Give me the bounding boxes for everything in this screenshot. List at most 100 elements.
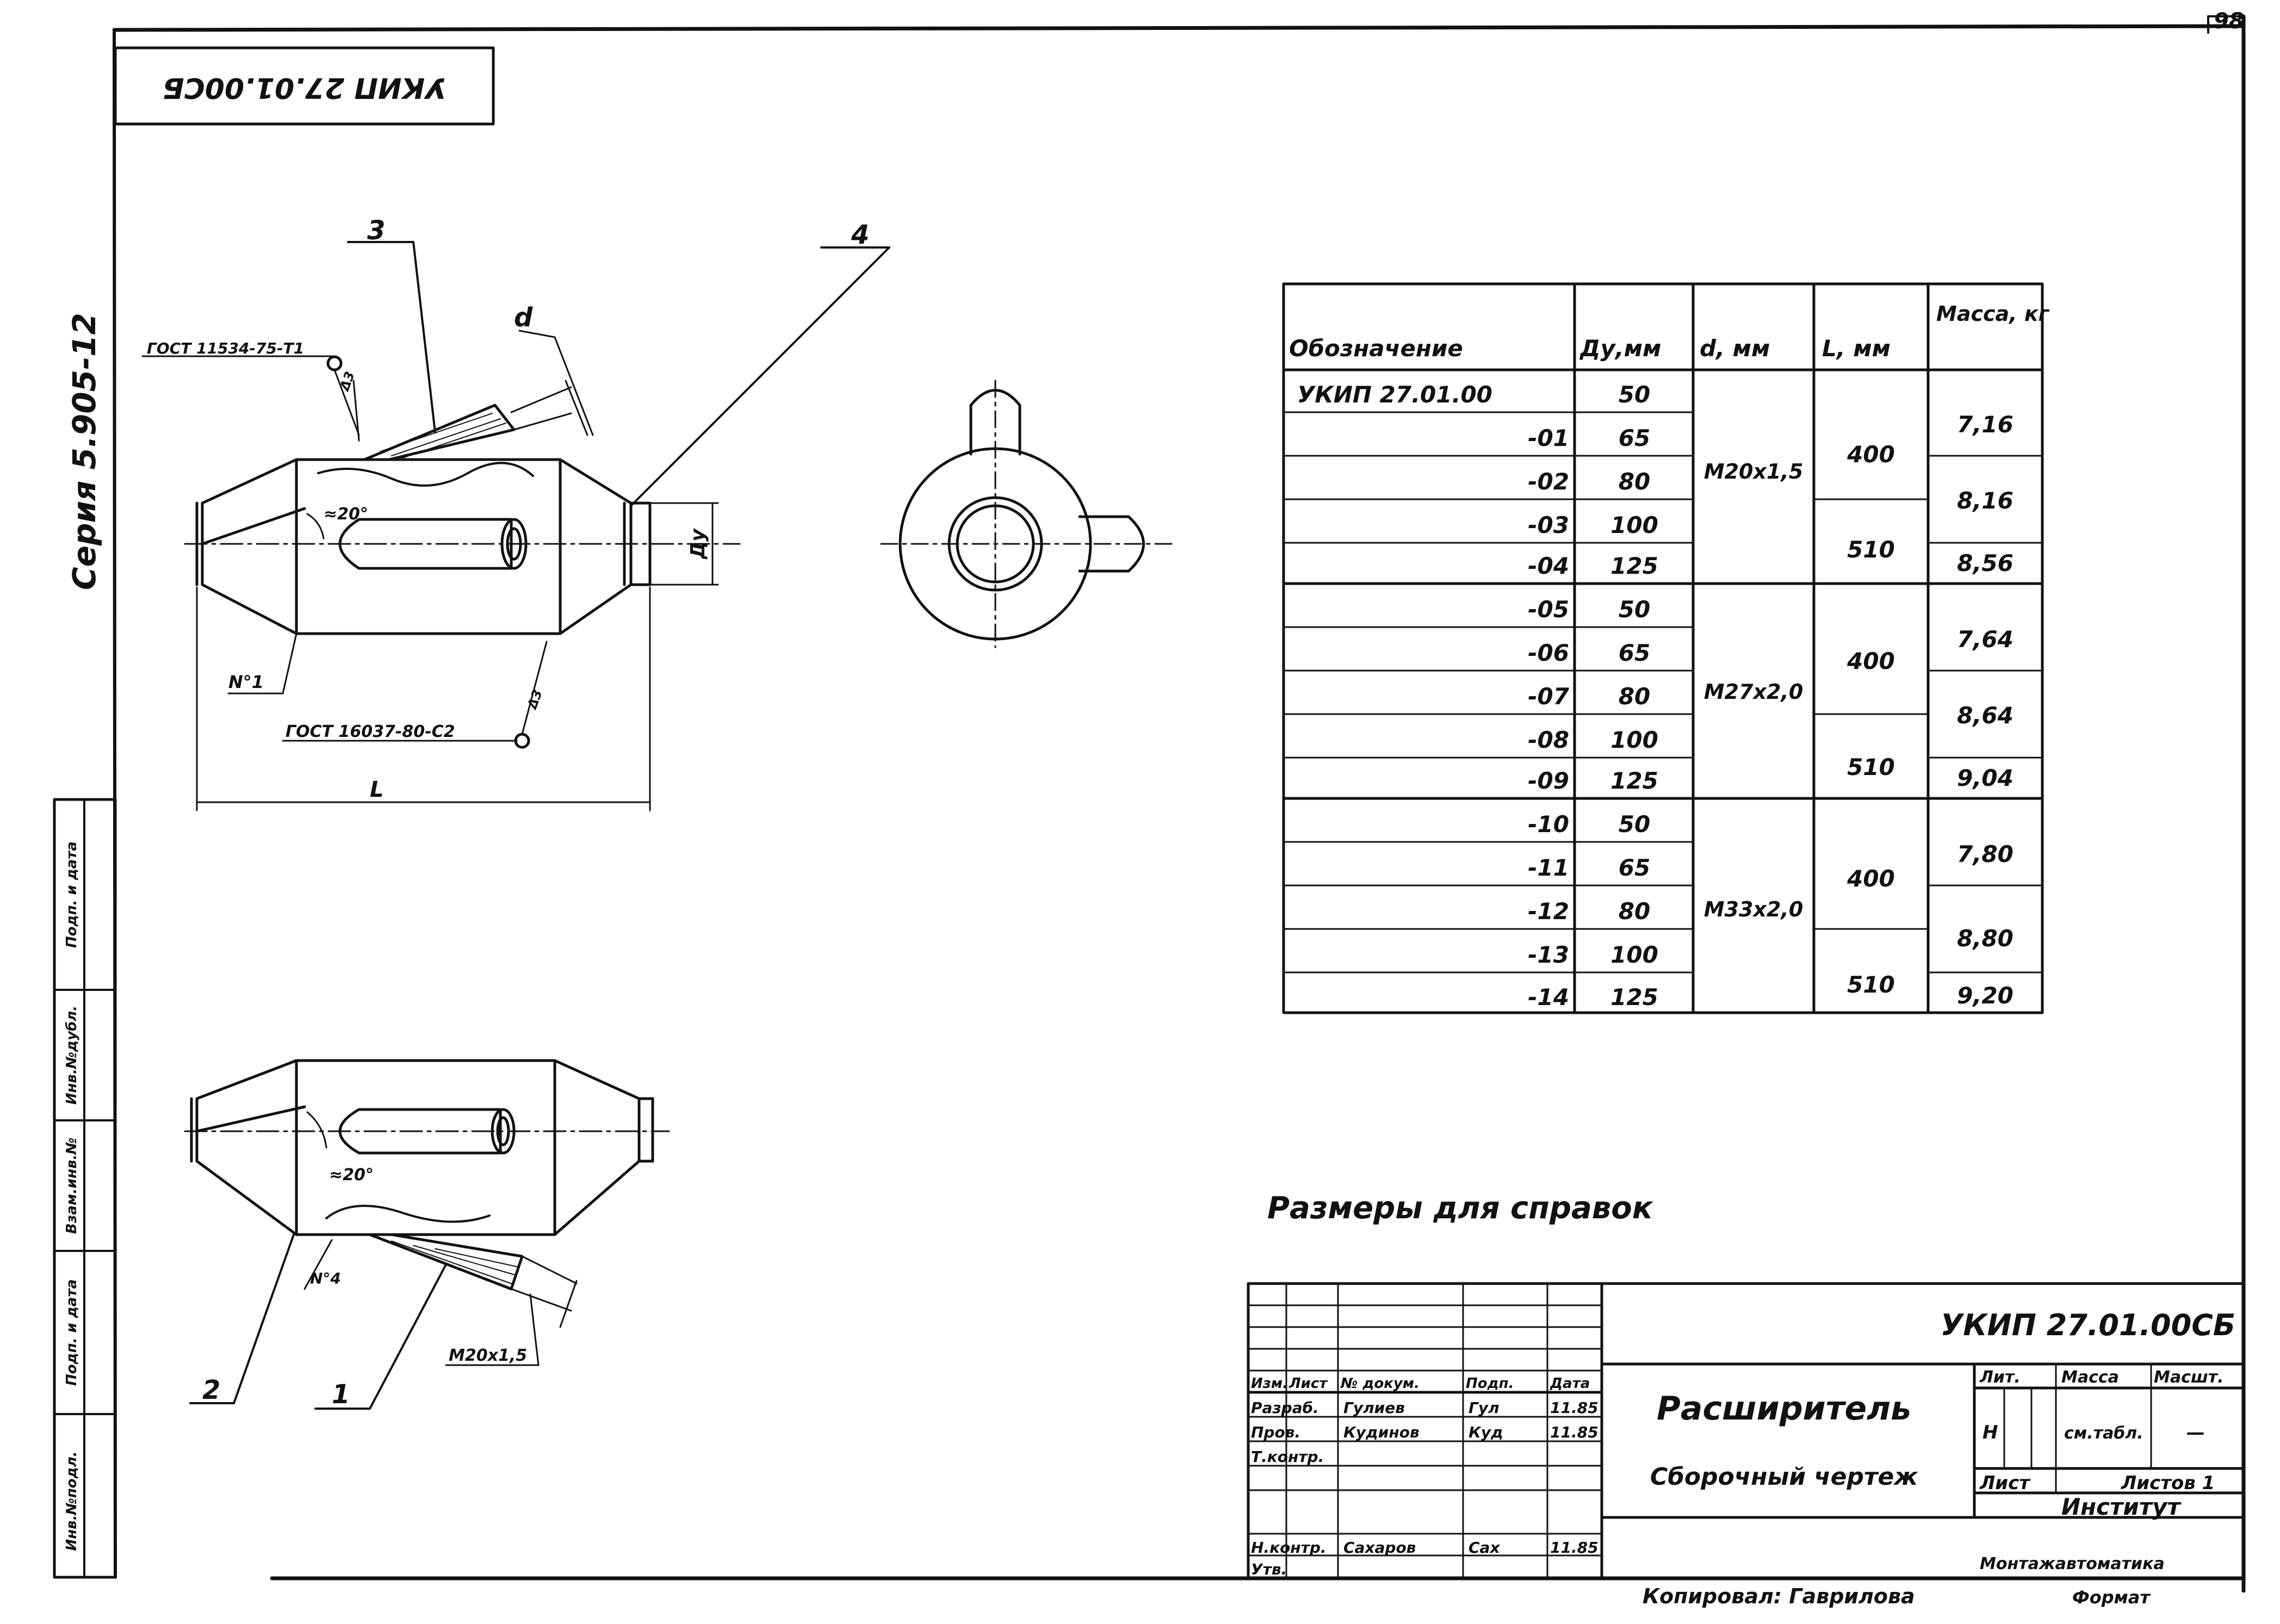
svg-text:Куд: Куд (1469, 1423, 1503, 1441)
side-label-5: Подп. и дата (64, 841, 80, 948)
angle-top: ≈20° (324, 505, 368, 524)
table-row-code: -01 (1528, 425, 1569, 451)
table-cell-mass: 9,04 (1957, 765, 2013, 791)
table-row-code: -07 (1528, 683, 1570, 710)
table-cell-du: 100 (1610, 512, 1658, 538)
th-du: Ду,мм (1579, 335, 1661, 362)
table-row-code: -10 (1528, 811, 1569, 838)
title-roles: Разраб. Гулиев Гул 11.85 Пров. Кудинов К… (1251, 1399, 1599, 1578)
callout-L: L (370, 777, 384, 802)
rotated-stamp-code: УКИП 27.01.00СБ (163, 71, 447, 104)
table-cell-du: 80 (1619, 898, 1650, 925)
spec-table-grid (1282, 282, 2044, 1014)
title-block-grid (1247, 1282, 2245, 1580)
title-code: УКИП 27.01.00СБ (1941, 1308, 2235, 1342)
table-cell-mass: 8,16 (1957, 487, 2013, 514)
table-row-code: -06 (1528, 640, 1569, 666)
table-cell-mass: 7,80 (1957, 841, 2013, 867)
n2-label: N°4 (310, 1269, 341, 1287)
table-cell-mass: 9,20 (1957, 982, 2013, 1009)
th-l: L, мм (1822, 335, 1891, 362)
svg-text:Лист: Лист (1288, 1375, 1328, 1392)
title-doc-type: Сборочный чертеж (1650, 1463, 1918, 1491)
table-cell-d: М27х2,0 (1704, 680, 1804, 704)
table-cell-l: 400 (1847, 648, 1895, 674)
table-cell-du: 65 (1619, 854, 1650, 881)
main-view (141, 241, 890, 811)
table-row-code: -14 (1528, 984, 1569, 1011)
svg-text:Изм.: Изм. (1251, 1375, 1288, 1392)
reference-note: Размеры для справок (1267, 1191, 1654, 1226)
svg-text:Подп.: Подп. (1466, 1375, 1514, 1392)
org-2: Монтажавтоматика (1980, 1554, 2165, 1573)
svg-text:11.85: 11.85 (1550, 1399, 1599, 1417)
side-label-3: Взам.инв.№ (64, 1137, 80, 1234)
callout-3: 3 (367, 215, 385, 246)
table-row-code: -04 (1528, 553, 1569, 579)
table-row-code: -02 (1528, 468, 1569, 495)
svg-text:Гул: Гул (1469, 1399, 1500, 1417)
gost-bottom: ГОСТ 16037-80-С2 (286, 722, 455, 741)
side-label-1: Инв.№подл. (64, 1451, 80, 1551)
svg-text:Н.контр.: Н.контр. (1251, 1539, 1327, 1557)
title-col-headers: Изм. Лист № докум. Подп. Дата (1251, 1375, 1590, 1392)
table-cell-du: 125 (1610, 767, 1658, 794)
svg-text:№ докум.: № докум. (1340, 1375, 1420, 1392)
sheet-number: 98 (2214, 9, 2244, 34)
scale-label: Масшт. (2154, 1368, 2224, 1387)
title-name: Расширитель (1657, 1390, 1911, 1428)
callout-d: d (514, 302, 533, 333)
th-d: d, мм (1700, 335, 1770, 362)
org-1: Институт (2061, 1493, 2182, 1520)
lit-label: Лит. (1979, 1368, 2021, 1387)
bottom-view (184, 1059, 670, 1410)
svg-text:Кудинов: Кудинов (1343, 1423, 1420, 1441)
table-codes: УКИП 27.01.00 -01 -02 -03 -04 -05 -06 -0… (1297, 381, 1570, 1011)
table-cell-du: 65 (1619, 640, 1650, 666)
side-label-2: Подп. и дата (64, 1279, 80, 1386)
table-cell-l: 510 (1847, 754, 1895, 780)
lit-value: Н (1982, 1422, 1998, 1443)
table-cell-du: 80 (1619, 683, 1650, 710)
svg-text:Гулиев: Гулиев (1343, 1399, 1405, 1417)
thread-label: М20x1,5 (449, 1346, 527, 1365)
table-cell-du: 50 (1619, 596, 1650, 623)
mass-label: Масса (2061, 1368, 2119, 1387)
th-code: Обозначение (1289, 335, 1463, 362)
table-cell-du: 100 (1610, 727, 1658, 753)
table-cell-l: 400 (1847, 865, 1895, 892)
table-cell-du: 125 (1610, 984, 1658, 1011)
table-cell-du: 50 (1619, 811, 1650, 838)
svg-text:Пров.: Пров. (1251, 1423, 1300, 1441)
callout-4: 4 (851, 220, 869, 250)
table-row-code: -09 (1528, 767, 1569, 794)
callout-1: 1 (332, 1379, 350, 1410)
table-du: 50 65 80 100 125 50 65 80 100 125 50 65 … (1610, 381, 1658, 1011)
svg-text:Сахаров: Сахаров (1343, 1539, 1416, 1557)
gost-top: ГОСТ 11534-75-Т1 (147, 339, 304, 357)
table-cell-d: М33х2,0 (1704, 897, 1804, 921)
callout-du: Ду (687, 528, 709, 560)
side-view (880, 380, 1176, 648)
angle-bottom: ≈20° (329, 1166, 374, 1185)
rotated-stamp-box (114, 46, 495, 126)
table-cell-du: 65 (1619, 425, 1650, 451)
table-cell-du: 50 (1619, 381, 1650, 408)
table-row-code: -03 (1528, 512, 1569, 538)
svg-text:Дата: Дата (1550, 1375, 1590, 1392)
table-masses: 7,16 8,16 8,56 7,64 8,64 9,04 7,80 8,80 … (1957, 411, 2013, 1009)
svg-text:11.85: 11.85 (1550, 1423, 1599, 1441)
th-mass: Масса, кг (1936, 302, 2050, 326)
table-cell-du: 80 (1619, 468, 1650, 495)
svg-text:Сах: Сах (1469, 1539, 1500, 1557)
table-cell-mass: 7,16 (1957, 411, 2013, 438)
svg-text:11.85: 11.85 (1550, 1539, 1599, 1557)
table-row-code: -11 (1528, 854, 1569, 881)
table-cell-l: 400 (1847, 441, 1895, 468)
svg-text:Т.контр.: Т.контр. (1251, 1448, 1324, 1466)
table-row-code: -12 (1528, 898, 1569, 925)
sheets-label: Листов 1 (2121, 1472, 2215, 1494)
svg-text:Утв.: Утв. (1251, 1560, 1287, 1578)
table-cell-d: М20х1,5 (1704, 460, 1804, 484)
scale-value: — (2186, 1422, 2205, 1443)
